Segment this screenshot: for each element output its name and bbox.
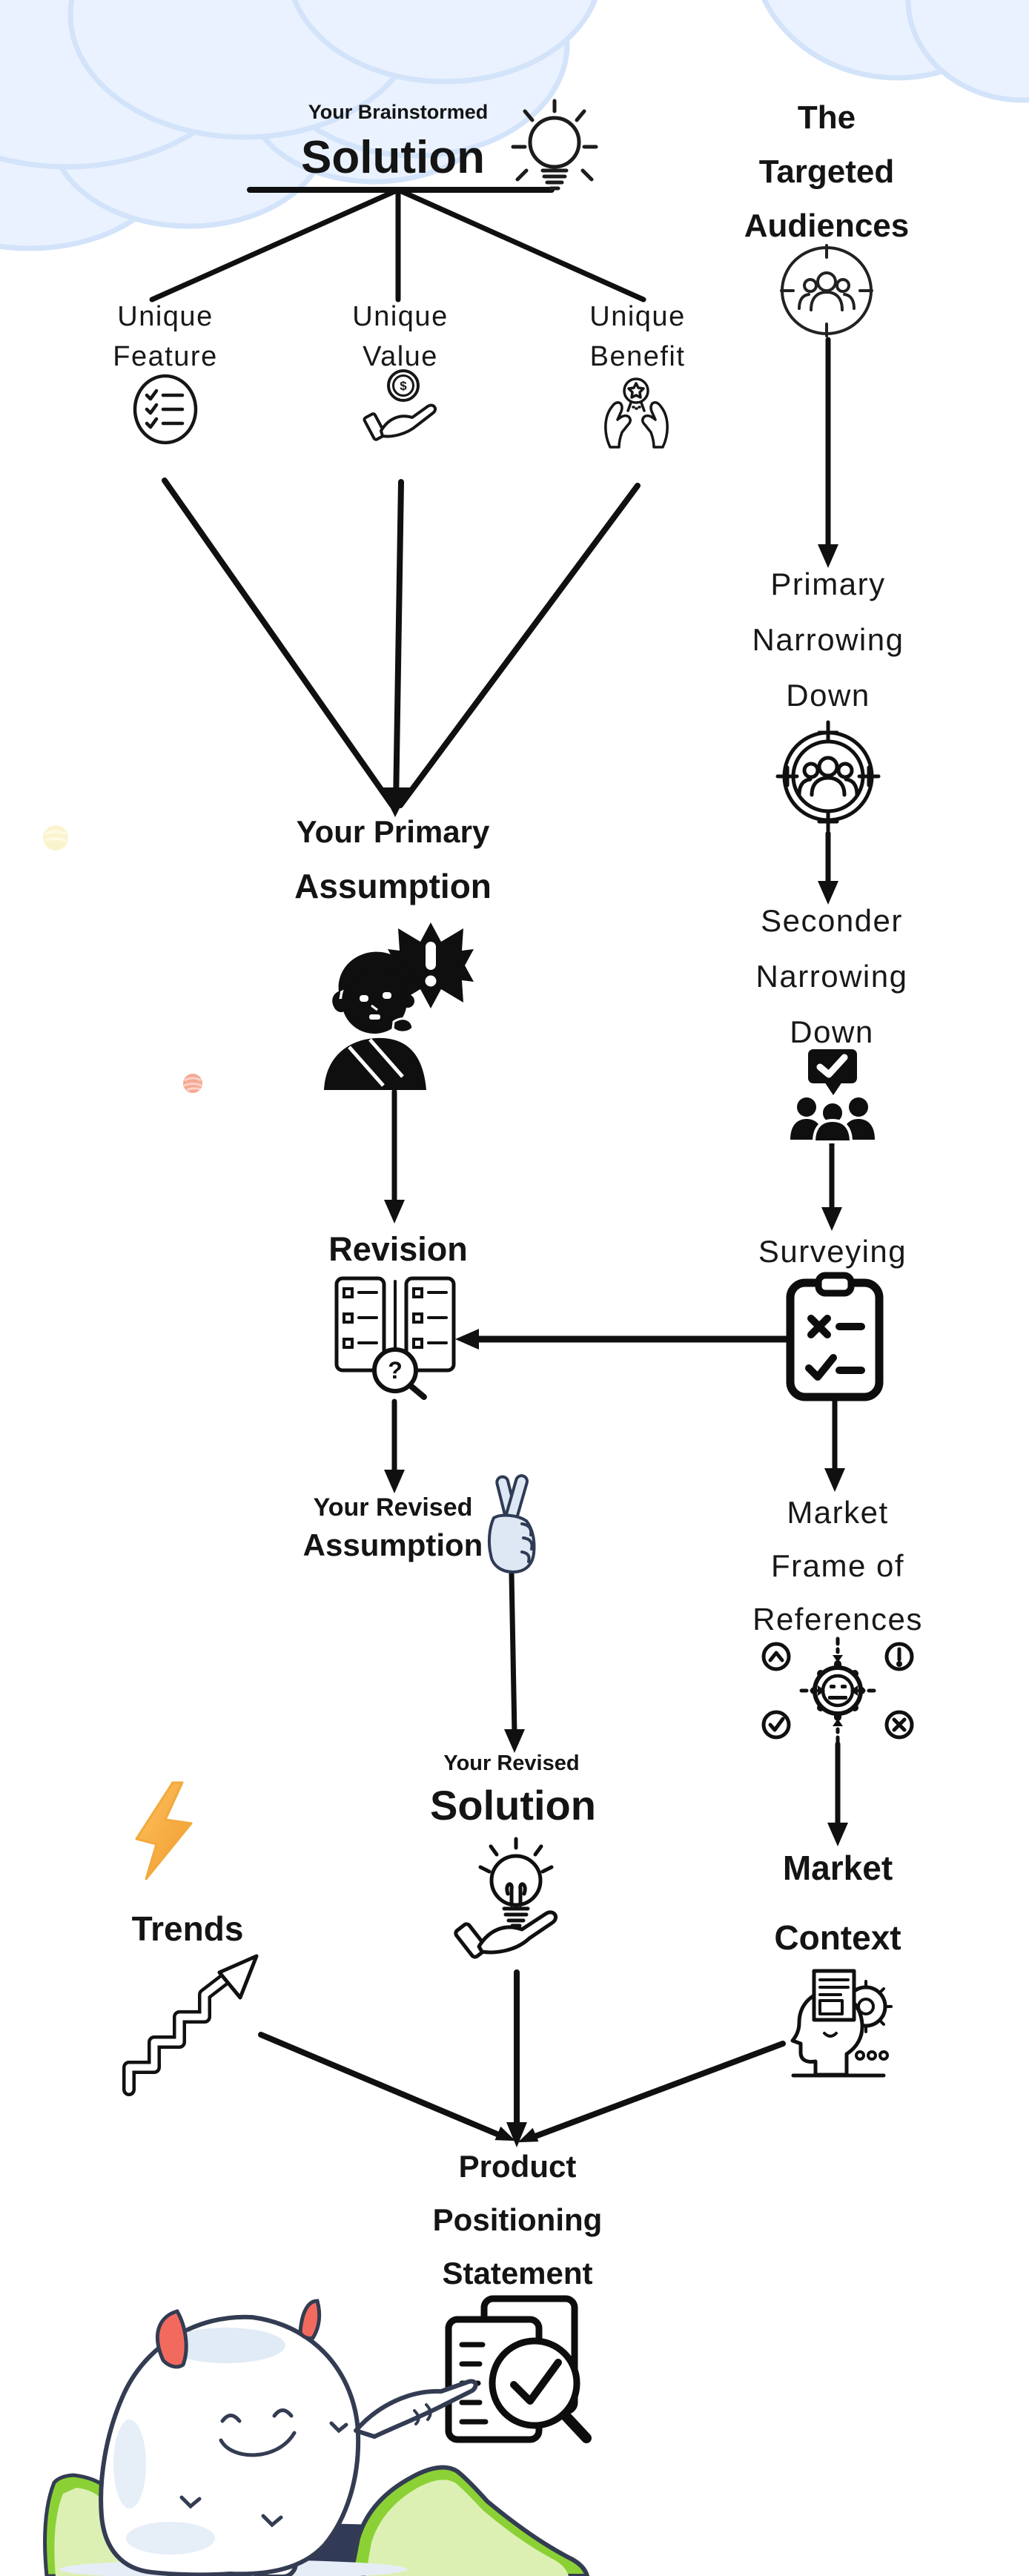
audiences-title-line3: Audiences bbox=[744, 208, 910, 244]
revised-solution-pre: Your Revised bbox=[443, 1751, 580, 1775]
revised-assumption-line1: Your Revised bbox=[313, 1493, 473, 1522]
person-alert-icon bbox=[324, 922, 474, 1090]
branch-feature-line1: Unique bbox=[117, 301, 214, 332]
brainstormed-solution-title: Solution bbox=[301, 132, 485, 183]
revision-label: Revision bbox=[328, 1230, 468, 1268]
lightning-bolt-emoji bbox=[135, 1781, 193, 1880]
market-frame-line3: References bbox=[752, 1602, 923, 1637]
target-people-icon bbox=[775, 720, 881, 833]
brainstormed-label: Your Brainstormed bbox=[308, 101, 489, 123]
documents-magnifier-icon: ? bbox=[334, 1276, 456, 1400]
branch-value-line2: Value bbox=[363, 341, 438, 372]
branch-value-line1: Unique bbox=[352, 301, 449, 332]
revised-assumption-line2: Assumption bbox=[302, 1528, 483, 1562]
target-audience-icon bbox=[780, 244, 873, 337]
frame-of-reference-icon bbox=[761, 1637, 914, 1745]
branch-benefit-line1: Unique bbox=[589, 301, 686, 332]
growth-arrow-icon bbox=[122, 1954, 259, 2096]
pink-ball bbox=[183, 1074, 202, 1093]
thinking-head-icon bbox=[790, 1969, 893, 2078]
survey-clipboard-icon bbox=[786, 1272, 884, 1401]
primary-assumption-line1: Your Primary bbox=[296, 814, 490, 849]
group-check-icon bbox=[790, 1049, 875, 1143]
coin-dollar-glyph: $ bbox=[400, 379, 407, 393]
audiences-title-line2: Targeted bbox=[758, 153, 895, 190]
market-context-line1: Market bbox=[782, 1849, 893, 1887]
revised-solution-title: Solution bbox=[430, 1782, 596, 1829]
statement-checklist-icon bbox=[445, 2295, 592, 2443]
yellow-ball bbox=[43, 825, 68, 851]
branch-benefit-line2: Benefit bbox=[589, 341, 686, 372]
reward-hands-icon bbox=[604, 377, 669, 449]
market-frame-line1: Market bbox=[787, 1495, 889, 1530]
checklist-icon bbox=[133, 374, 198, 445]
seconder-narrowing-line1: Seconder bbox=[761, 903, 903, 938]
yeti-mascot bbox=[43, 2299, 590, 2576]
statement-line1: Product bbox=[458, 2149, 577, 2184]
statement-line2: Positioning bbox=[432, 2202, 603, 2237]
trends-label: Trends bbox=[131, 1909, 244, 1948]
primary-narrowing-line3: Down bbox=[786, 678, 870, 713]
market-context-line2: Context bbox=[774, 1918, 901, 1957]
primary-narrowing-line2: Narrowing bbox=[752, 622, 904, 657]
seconder-narrowing-line3: Down bbox=[790, 1014, 874, 1049]
idea-hand-icon bbox=[454, 1837, 557, 1959]
primary-narrowing-line1: Primary bbox=[770, 567, 886, 601]
surveying-label: Surveying bbox=[758, 1234, 907, 1269]
clouds-decoration bbox=[0, 0, 1029, 251]
seconder-narrowing-line2: Narrowing bbox=[755, 959, 908, 994]
audiences-title-line1: The bbox=[797, 99, 856, 136]
magnifier-question-glyph: ? bbox=[388, 1357, 403, 1384]
hand-coin-icon: $ bbox=[363, 369, 437, 441]
primary-assumption-line2: Assumption bbox=[294, 867, 492, 905]
market-frame-line2: Frame of bbox=[770, 1548, 905, 1583]
crossed-fingers-icon bbox=[487, 1474, 536, 1573]
lightbulb-icon bbox=[511, 99, 598, 191]
statement-line3: Statement bbox=[442, 2256, 593, 2291]
branch-feature-line2: Feature bbox=[113, 341, 218, 372]
